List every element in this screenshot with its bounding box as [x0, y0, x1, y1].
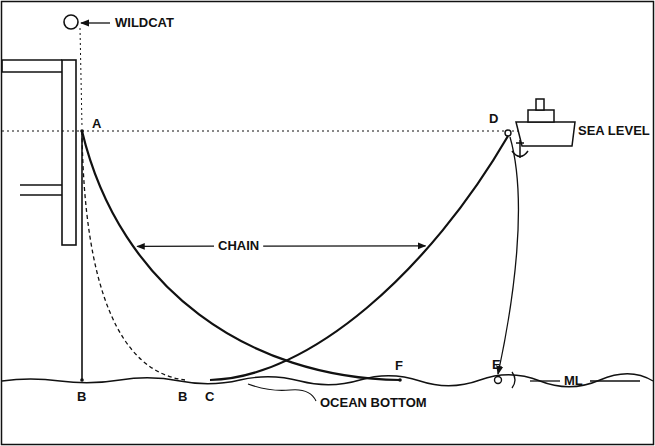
- point-label: B: [178, 390, 187, 404]
- part-label: OCEAN BOTTOM: [320, 396, 427, 410]
- leader-line: [248, 384, 316, 401]
- ml-bracket: [512, 372, 515, 388]
- part-label: WILDCAT: [115, 16, 174, 30]
- point-f: [398, 378, 402, 382]
- level-label: SEA LEVEL: [578, 124, 650, 138]
- leader-arrow: [263, 245, 425, 246]
- ship: [516, 99, 575, 146]
- point-label: F: [395, 359, 403, 373]
- slack-chain-curve: [82, 131, 185, 380]
- point-b: [80, 378, 84, 382]
- chain-lead: [80, 28, 82, 127]
- chain-curve: [210, 136, 508, 380]
- leader-arrow: [137, 246, 214, 247]
- point-e: [495, 377, 502, 384]
- swing-arrow: [498, 137, 518, 374]
- wildcat-wheel: [64, 15, 78, 29]
- ml-dash: [590, 380, 640, 381]
- ml-dash: [530, 380, 560, 381]
- point-label: D: [489, 112, 498, 126]
- sea-level-line: [2, 131, 572, 132]
- part-label: CHAIN: [218, 239, 259, 253]
- pier-structure: [2, 60, 76, 245]
- leader-arrow: [81, 22, 110, 23]
- point-label: B: [77, 390, 86, 404]
- point-label: C: [205, 390, 214, 404]
- point-label: E: [492, 358, 501, 372]
- fairlead-point: [505, 130, 511, 136]
- point-label: A: [92, 117, 101, 131]
- point-a: [80, 129, 84, 133]
- chain-curve: [82, 131, 400, 380]
- ocean-bottom-line: [2, 374, 653, 387]
- level-label: ML: [564, 374, 583, 388]
